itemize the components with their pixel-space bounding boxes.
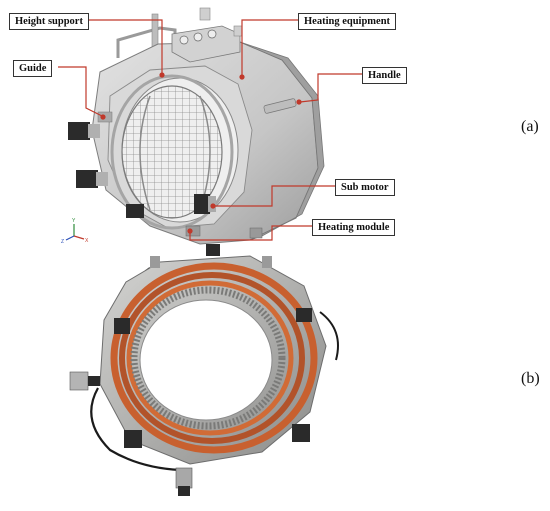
panel-label-a: (a)	[521, 118, 539, 135]
heating-equipment-box	[171, 7, 243, 63]
photo-heater	[69, 244, 339, 496]
axis-z-label: Z	[61, 239, 64, 245]
callout-sub-motor: Sub motor	[335, 179, 395, 196]
axis-x-label: X	[85, 238, 89, 244]
handle-bar	[263, 98, 297, 114]
axis-triad: Y X Z	[61, 218, 89, 245]
panel-label-b: (b)	[521, 370, 540, 387]
callout-guide: Guide	[13, 60, 53, 77]
callout-heating-module: Heating module	[312, 219, 396, 236]
callout-height-support: Height support	[9, 13, 89, 30]
heating-grid	[121, 85, 223, 219]
callout-leaders	[58, 19, 362, 241]
copper-coil-outer	[110, 262, 318, 454]
axis-y-label: Y	[72, 218, 76, 224]
heating-element-ring	[130, 286, 286, 430]
photo-inner-opening	[139, 299, 273, 421]
cad-model	[68, 7, 325, 245]
callout-heating-equipment: Heating equipment	[298, 13, 397, 30]
photo-motors	[69, 244, 312, 496]
callout-handle: Handle	[362, 67, 407, 84]
